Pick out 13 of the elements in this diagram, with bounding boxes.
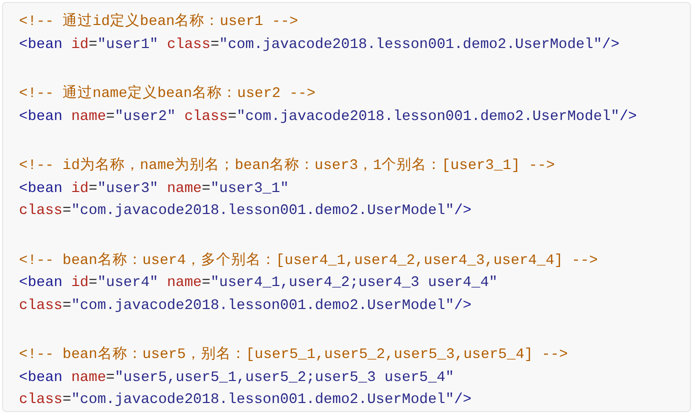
code-line: class="com.javacode2018.lesson001.demo2.UserModel"/> [19, 202, 472, 221]
code-comment: <!-- bean名称：user4，多个别名：[user4_1,user4_2,user4_3,user4_4] --> [19, 251, 598, 270]
code-comment: <!-- 通过name定义bean名称：user2 --> [19, 84, 316, 104]
code-line: <bean name="user2" class="com.javacode2018.lesson001.demo2.UserModel"/> [19, 108, 637, 126]
code-line: <bean id="user4" name="user4_1,user4_2;user4_3 user4_4" [19, 274, 498, 293]
code-comment: <!-- id为名称，name为别名；bean名称：user3，1个别名：[user3_1] --> [19, 156, 555, 176]
code-line: <bean id="user3" name="user3_1" [19, 180, 289, 198]
code-comment: <!-- bean名称：user5，别名：[user5_1,user5_2,user5_3,user5_4] --> [19, 345, 568, 365]
code-line: <bean id="user1" class="com.javacode2018.lesson001.demo2.UserModel"/> [19, 36, 620, 54]
code-line: class="com.javacode2018.lesson001.demo2.UserModel"/> [19, 391, 472, 410]
code-line: class="com.javacode2018.lesson001.demo2.UserModel"/> [19, 296, 472, 316]
code-comment: <!-- 通过id定义bean名称：user1 --> [19, 12, 298, 32]
code-line: <bean name="user5,user5_1,user5_2;user5_3 user5_4" [19, 368, 454, 388]
